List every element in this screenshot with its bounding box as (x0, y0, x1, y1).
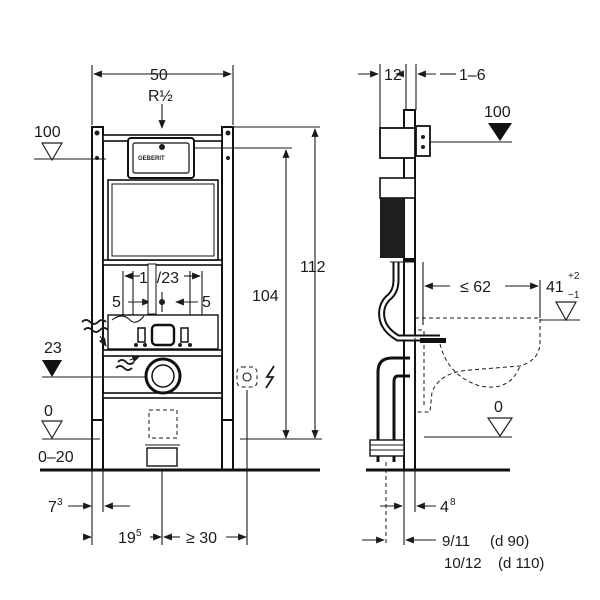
dim-19-sup: 5 (136, 528, 142, 539)
level-marker-triangle-icon (42, 360, 62, 377)
dim-width-50-label: 50 (150, 67, 168, 84)
dim-4-sup: 8 (450, 497, 456, 508)
level-23: 23 (42, 340, 150, 378)
level-0-label: 0 (44, 403, 53, 420)
electrical-connection-icon (236, 365, 275, 545)
dim-4: 4 (440, 499, 449, 516)
dim-width-50: 50 R½ (91, 65, 234, 129)
flush-pipe (378, 261, 440, 342)
range-1-6: 1–6 (459, 67, 486, 84)
level-100-left-label: 100 (34, 124, 61, 141)
depth-12: 12 (384, 67, 402, 84)
spacing-18-23: 18/23 (139, 270, 179, 287)
level-marker-triangle-icon (40, 142, 64, 162)
side-frame (379, 109, 431, 471)
level-marker-triangle-icon (486, 417, 514, 438)
side-floor: 0 (366, 399, 514, 545)
side-top-dims: 12 1–6 (358, 64, 486, 140)
front-view: 50 R½ GEBERIT (34, 65, 326, 547)
level-23-label: 23 (44, 340, 62, 357)
edge-7-sup: 3 (57, 497, 63, 508)
level-marker-triangle-icon (488, 123, 512, 141)
level-100-left: 100 (34, 124, 106, 162)
floor-range: 0–20 (38, 449, 74, 466)
offset-left-5: 5 (112, 294, 121, 311)
floor-level: 0 0–20 (38, 403, 320, 545)
toilet-bowl (414, 317, 541, 413)
level-marker-triangle-icon (40, 420, 64, 440)
offset-right-5: 5 (202, 294, 211, 311)
dim-19: 19 (118, 530, 136, 547)
side-view: 12 1–6 100 (358, 64, 580, 572)
side-level-0: 0 (494, 399, 503, 416)
min-30: ≥ 30 (186, 530, 217, 547)
flush-fittings (107, 263, 219, 350)
thread-label: R½ (148, 88, 173, 105)
level-marker-triangle-icon (554, 301, 578, 322)
pipe-d90-size: 9/11 (442, 533, 470, 550)
height-112: 112 (300, 259, 326, 276)
side-bottom-dims: 4 8 9/11 (d 90) 10/12 (d 110) (362, 497, 544, 572)
pipe-d110-label: (d 110) (498, 555, 544, 572)
dim-41: 41 (546, 279, 564, 296)
water-supply-icon (81, 319, 141, 371)
side-level-100: 100 (484, 104, 511, 121)
brand-logo: GEBERIT (138, 156, 165, 162)
cistern: GEBERIT (107, 137, 219, 261)
tol-plus: +2 (568, 271, 580, 282)
drain-pipe-side (369, 338, 446, 545)
pipe-d90-label: (d 90) (490, 533, 529, 550)
level-100-right: 100 (430, 104, 512, 143)
dim-heights: 104 112 (195, 126, 326, 440)
height-104: 104 (252, 288, 279, 305)
pipe-d110-size: 10/12 (444, 555, 482, 572)
max-62: ≤ 62 (460, 279, 491, 296)
bottom-dims: 7 3 19 5 ≥ 30 (48, 497, 247, 547)
drain-outlet (144, 357, 182, 467)
side-depth-dims: ≤ 62 41 +2 −1 (422, 262, 580, 325)
tol-minus: −1 (568, 290, 580, 301)
edge-7: 7 (48, 499, 57, 516)
